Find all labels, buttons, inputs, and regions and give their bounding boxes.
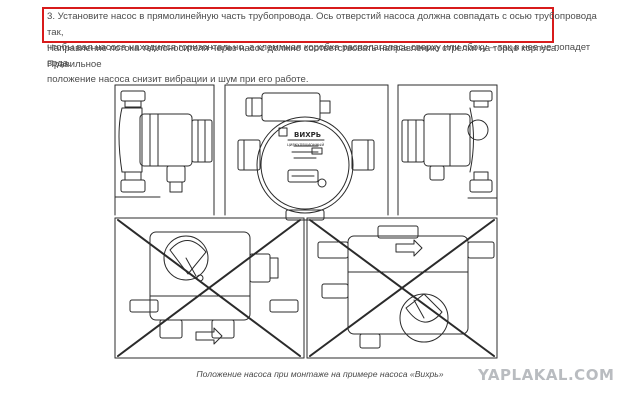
pump-wrong-orientation-left [114,217,305,359]
step-paragraph: 3. Установите насос в прямолинейную част… [47,9,607,71]
pump-wrong-orientation-right [306,217,498,359]
cross-line-right-b [309,219,495,357]
flow-text-line-2: положение насоса снизит вибрации и шум п… [47,74,309,85]
pump-front-view-correct [224,84,389,221]
site-watermark: YAPLAKAL.COM [478,366,615,384]
brand-label: ВИХРЬ [294,131,321,139]
flow-direction-paragraph: Направление потока теплоносителя через н… [47,41,607,88]
pump-side-view-right-correct [397,84,498,216]
pump-side-view-left-correct [114,84,215,216]
model-label: ЦИРКУЛЯЦИОННЫЙ [287,142,324,147]
highlight-box [42,7,554,43]
figure-caption: Положение насоса при монтаже на примере … [196,369,444,379]
step-text-line-2: чтобы вал насоса находился горизонтально… [47,42,591,69]
flow-text-line-1: Направление потока теплоносителя через н… [47,43,559,70]
cross-line-left-b [117,219,301,357]
step-text-line-1: 3. Установите насос в прямолинейную част… [47,11,597,38]
